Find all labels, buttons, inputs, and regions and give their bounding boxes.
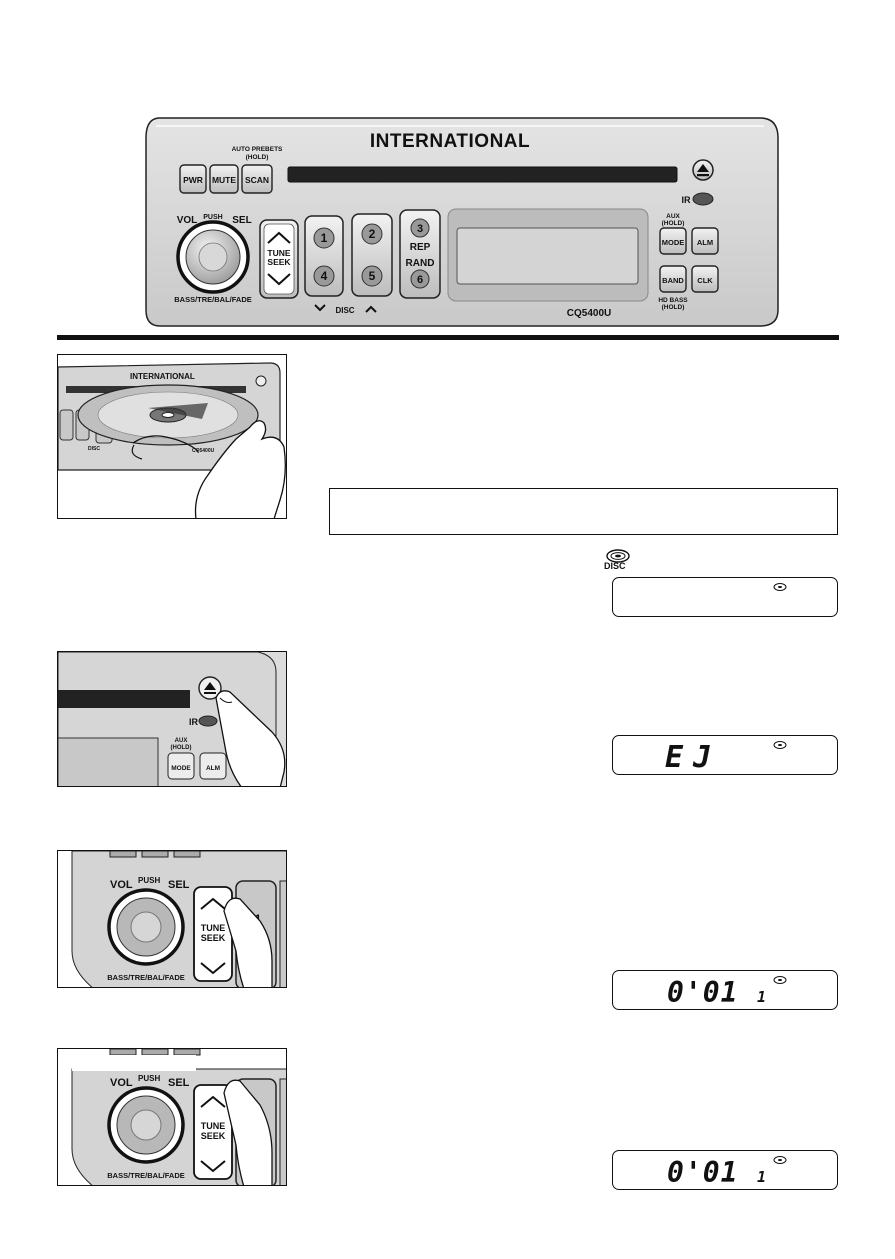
rep-label: REP <box>410 242 431 253</box>
disc-up-icon[interactable] <box>365 305 377 313</box>
disc-indicator-icon <box>773 583 787 591</box>
note-box <box>329 488 838 535</box>
lcd-display-2: EJ <box>612 735 838 775</box>
svg-text:1: 1 <box>321 231 328 245</box>
preset-2-button[interactable]: 2 <box>361 223 383 245</box>
vol-label: VOL <box>177 215 198 226</box>
band-button[interactable]: BAND <box>659 265 687 293</box>
svg-text:AUX: AUX <box>175 738 188 744</box>
preset-column-3-6 <box>399 209 441 299</box>
disc-label: DISC <box>335 306 354 315</box>
svg-text:BASS/TRE/BAL/FADE: BASS/TRE/BAL/FADE <box>107 1171 185 1180</box>
photo-tune-seek-down: VOL PUSH SEL BASS/TRE/BAL/FADE TUNE SEEK… <box>57 1048 287 1186</box>
svg-text:BAND: BAND <box>662 276 684 285</box>
svg-text:2: 2 <box>369 227 376 241</box>
ir-label: IR <box>682 195 692 205</box>
lcd-display-4: 0'01 1 <box>612 1150 838 1190</box>
finger-illustration <box>215 690 286 786</box>
volume-knob[interactable] <box>176 220 250 294</box>
push-label: PUSH <box>203 214 222 221</box>
lcd-4-track: 1 <box>757 1168 766 1186</box>
hd-bass-label: HD BASS <box>658 297 688 304</box>
hand-illustration <box>194 420 286 518</box>
svg-text:VOL: VOL <box>110 1077 133 1089</box>
svg-text:4: 4 <box>321 269 328 283</box>
preset-5-button[interactable]: 5 <box>361 265 383 287</box>
pwr-button[interactable]: PWR <box>179 164 207 194</box>
photo-insert-disc: INTERNATIONAL DISC CQ5400U <box>57 354 287 519</box>
model-label: CQ5400U <box>567 308 611 319</box>
lcd-display-3: 0'01 1 <box>612 970 838 1010</box>
lcd-4-time: 0'01 <box>667 1156 738 1187</box>
mode-button[interactable]: MODE <box>659 227 687 255</box>
svg-text:INTERNATIONAL: INTERNATIONAL <box>130 372 195 381</box>
svg-text:IR: IR <box>189 717 199 727</box>
lcd-3-time: 0'01 <box>667 976 738 1007</box>
finger-illustration <box>223 1079 273 1185</box>
disc-indicator-icon <box>773 741 787 749</box>
svg-text:PWR: PWR <box>183 175 203 185</box>
photo-eject: IR AUX (HOLD) MODE ALM <box>57 651 287 787</box>
knob-caption: BASS/TRE/BAL/FADE <box>174 295 252 304</box>
disc-indicator-icon <box>773 1156 787 1164</box>
disc-indicator-icon <box>773 976 787 984</box>
disc-icon: DISC <box>604 548 634 574</box>
ir-sensor <box>692 192 714 206</box>
preset-6-button[interactable]: 6 <box>410 269 430 289</box>
svg-text:SEL: SEL <box>168 879 190 891</box>
aux-hold-label: (HOLD) <box>662 220 685 227</box>
auto-presets-label: AUTO PREBETS <box>232 146 283 153</box>
svg-text:TUNE: TUNE <box>201 1121 226 1131</box>
svg-text:MODE: MODE <box>662 238 685 247</box>
svg-text:CLK: CLK <box>697 276 713 285</box>
svg-text:BASS/TRE/BAL/FADE: BASS/TRE/BAL/FADE <box>107 973 185 982</box>
svg-text:MODE: MODE <box>171 765 191 772</box>
mute-button[interactable]: MUTE <box>209 164 239 194</box>
section-divider <box>57 335 839 340</box>
photo-tune-seek-up: VOL PUSH SEL BASS/TRE/BAL/FADE TUNE SEEK… <box>57 850 287 988</box>
svg-text:SCAN: SCAN <box>245 175 269 185</box>
faceplate-lcd <box>456 227 639 285</box>
lcd-3-track: 1 <box>757 988 766 1006</box>
auto-presets-hold-label: (HOLD) <box>246 154 269 161</box>
svg-text:TUNE: TUNE <box>267 248 290 258</box>
svg-text:VOL: VOL <box>110 879 133 891</box>
lcd-display-1 <box>612 577 838 617</box>
radio-faceplate: INTERNATIONAL PWR MUTE SCAN AUTO PREBETS… <box>145 117 779 327</box>
brand-logo: INTERNATIONAL <box>370 131 530 152</box>
clk-button[interactable]: CLK <box>691 265 719 293</box>
svg-text:MUTE: MUTE <box>212 175 236 185</box>
finger-illustration <box>223 897 273 987</box>
lcd-2-text: EJ <box>665 740 721 772</box>
preset-3-button[interactable]: 3 <box>410 218 430 238</box>
svg-text:ALM: ALM <box>697 238 713 247</box>
svg-text:SEEK: SEEK <box>201 933 226 943</box>
preset-1-button[interactable]: 1 <box>313 227 335 249</box>
tune-seek-button[interactable]: TUNE SEEK <box>259 219 299 299</box>
hd-bass-hold-label: (HOLD) <box>662 304 685 311</box>
svg-text:DISC: DISC <box>88 446 100 452</box>
cd-slot <box>287 166 678 183</box>
svg-text:PUSH: PUSH <box>138 876 160 885</box>
svg-text:SEEK: SEEK <box>201 1131 226 1141</box>
sel-label: SEL <box>232 215 251 226</box>
svg-text:TUNE: TUNE <box>201 923 226 933</box>
aux-label: AUX <box>666 213 680 220</box>
svg-text:SEL: SEL <box>168 1077 190 1089</box>
alm-button[interactable]: ALM <box>691 227 719 255</box>
svg-text:SEEK: SEEK <box>267 257 291 267</box>
scan-button[interactable]: SCAN <box>241 164 273 194</box>
svg-text:PUSH: PUSH <box>138 1074 160 1083</box>
rand-label: RAND <box>406 258 435 269</box>
svg-text:3: 3 <box>417 223 423 235</box>
svg-text:ALM: ALM <box>206 765 220 772</box>
svg-text:(HOLD): (HOLD) <box>171 745 192 751</box>
svg-text:6: 6 <box>417 274 423 286</box>
disc-down-icon[interactable] <box>314 304 326 312</box>
eject-button[interactable] <box>692 159 714 181</box>
svg-text:CQ5400U: CQ5400U <box>192 448 215 454</box>
svg-text:5: 5 <box>369 269 376 283</box>
preset-4-button[interactable]: 4 <box>313 265 335 287</box>
